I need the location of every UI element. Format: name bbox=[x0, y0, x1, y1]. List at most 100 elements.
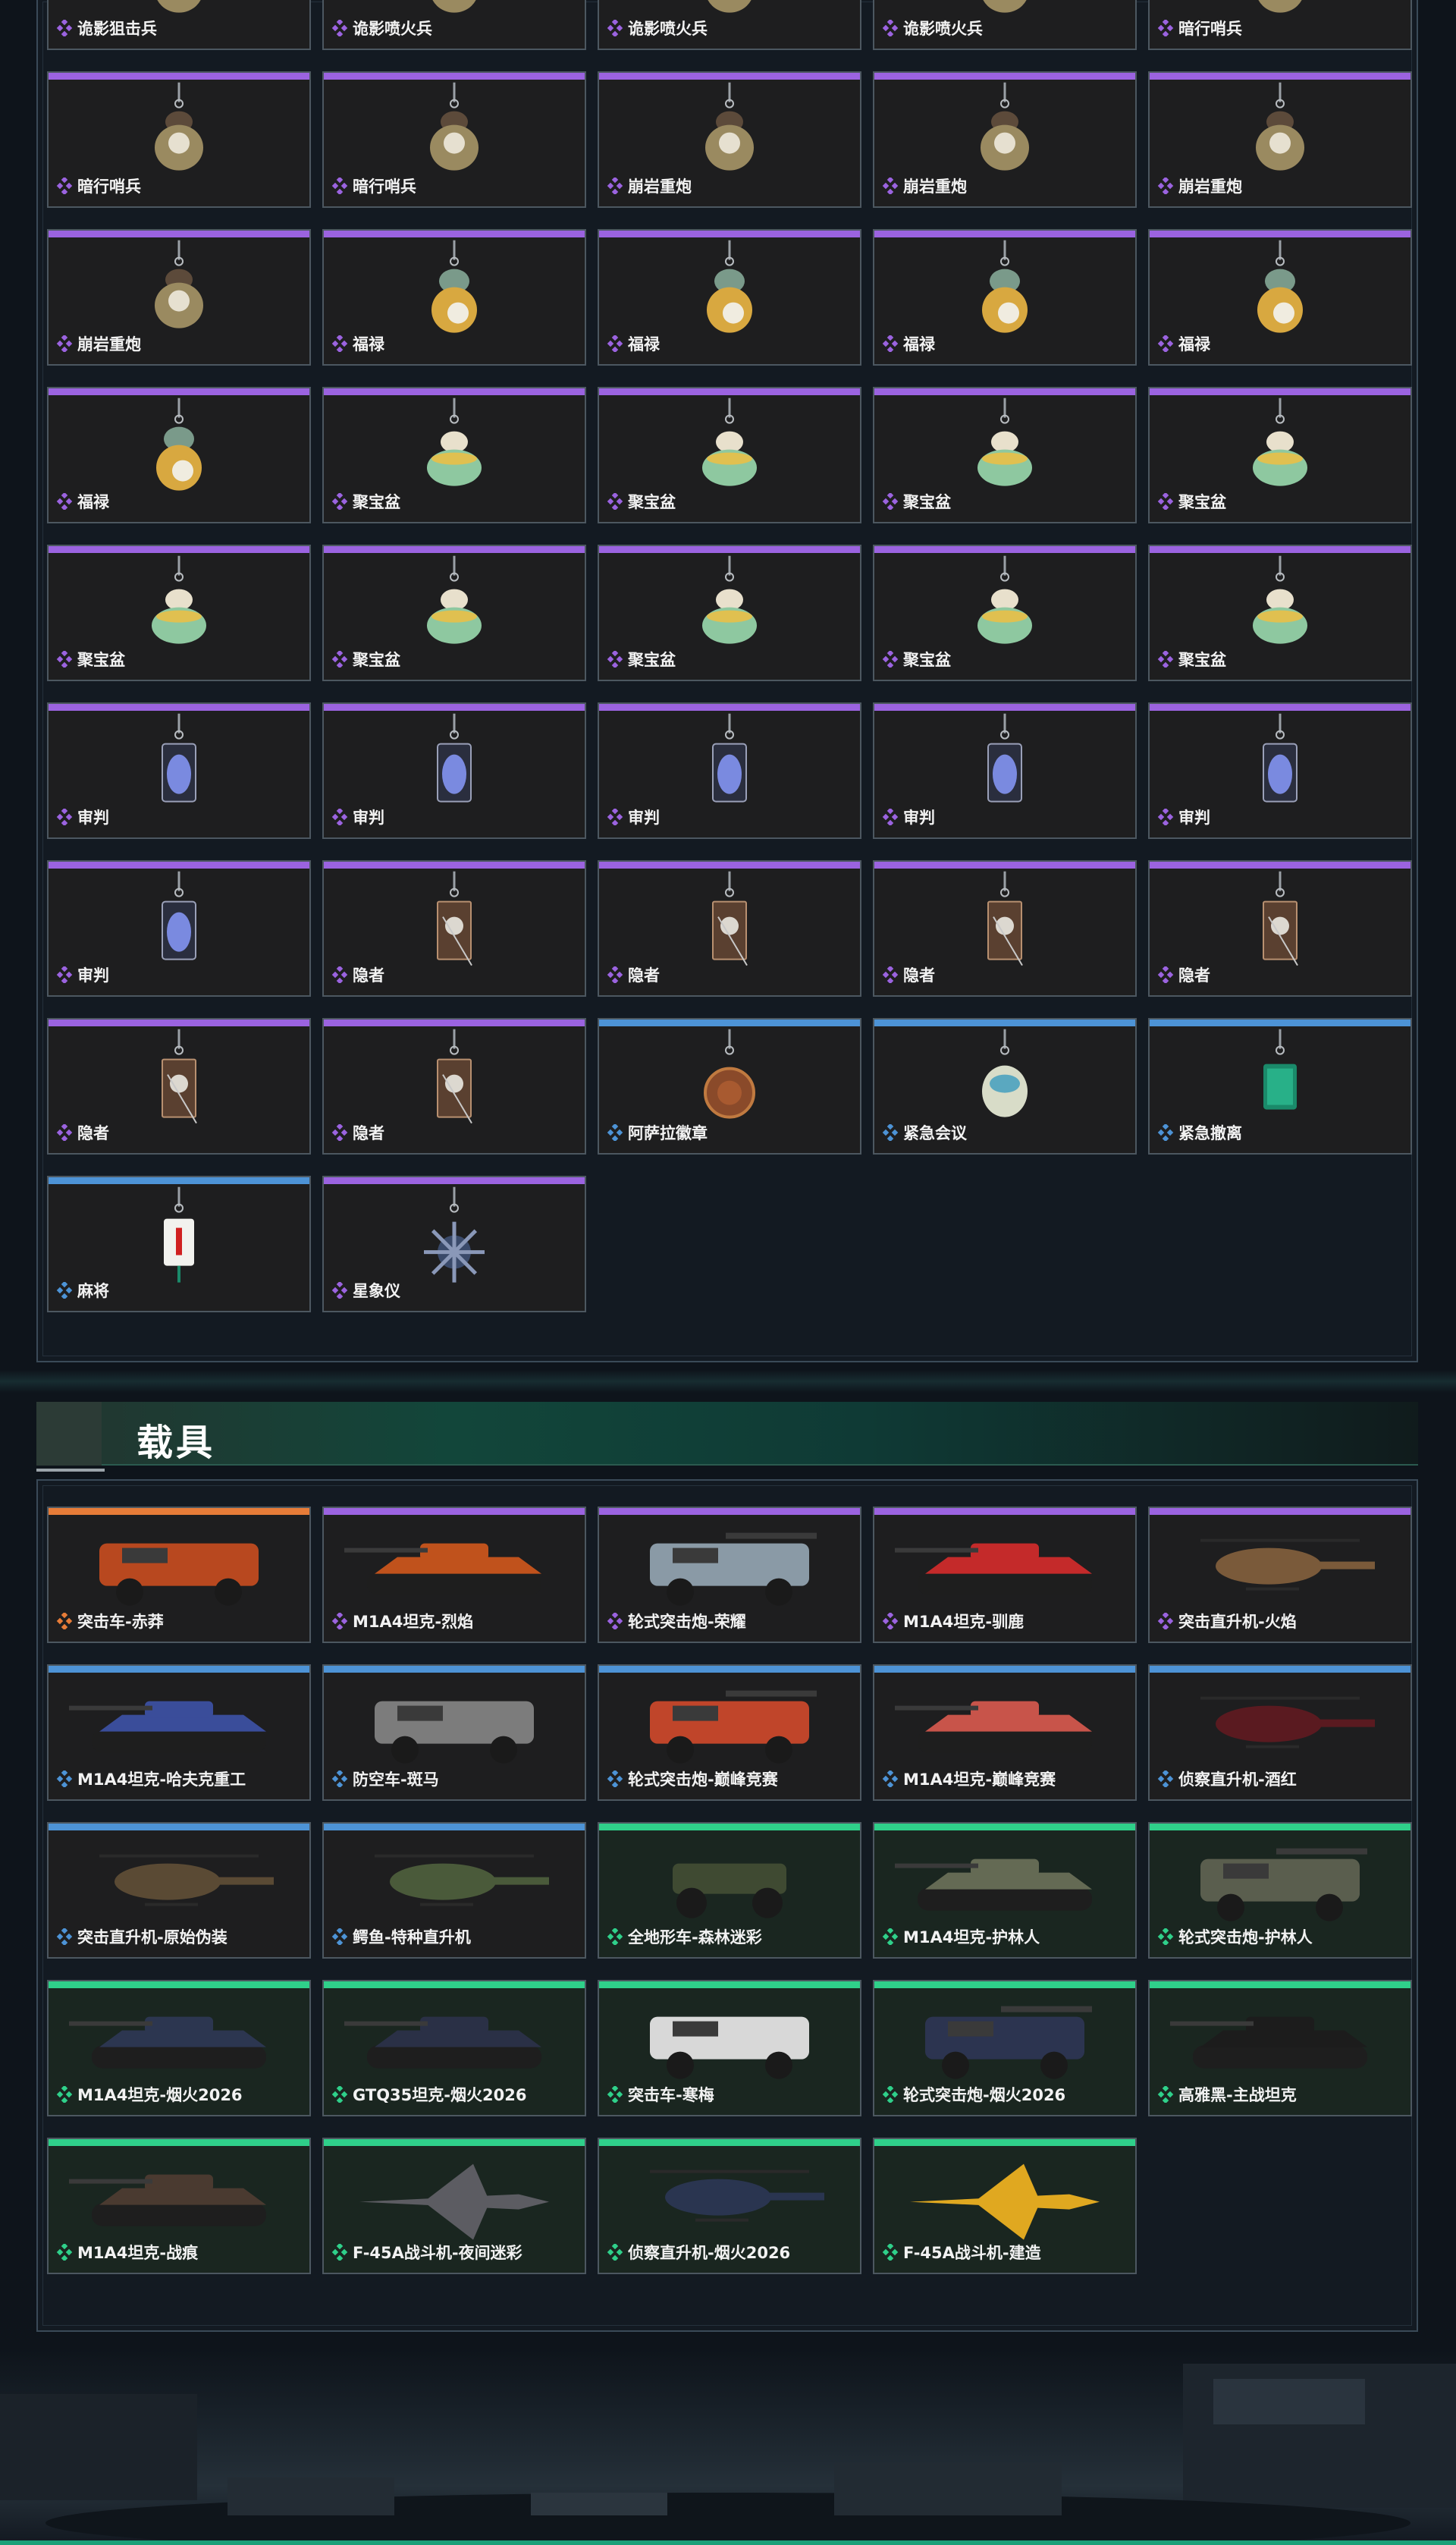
vehicle-card[interactable]: 突击直升机-原始伪装 bbox=[47, 1822, 311, 1959]
tarot-charm-icon bbox=[437, 871, 472, 966]
item-label: 聚宝盆 bbox=[56, 648, 125, 671]
vehicle-card[interactable]: 防空车-斑马 bbox=[322, 1664, 586, 1801]
charm-card[interactable]: 诡影喷火兵 bbox=[322, 0, 586, 50]
card-charm-icon bbox=[1263, 713, 1298, 803]
vehicle-card[interactable]: M1A4坦克-哈夫克重工 bbox=[47, 1664, 311, 1801]
charm-card[interactable]: 暗行哨兵 bbox=[1148, 0, 1412, 50]
charm-card[interactable]: 崩岩重炮 bbox=[873, 71, 1137, 208]
charm-card[interactable]: 福禄 bbox=[598, 229, 861, 366]
footer-scene-banner bbox=[0, 2349, 1456, 2545]
charm-card[interactable]: 审判 bbox=[1148, 702, 1412, 839]
charm-card[interactable]: 崩岩重炮 bbox=[598, 71, 861, 208]
charm-card[interactable]: 聚宝盆 bbox=[598, 387, 861, 523]
vehicle-card[interactable]: M1A4坦克-战痕 bbox=[47, 2138, 311, 2274]
charm-card[interactable]: 审判 bbox=[47, 860, 311, 997]
gourd-charm-icon bbox=[982, 240, 1028, 333]
footer-vehicle-silhouettes bbox=[0, 2364, 1456, 2545]
charm-card[interactable]: 聚宝盆 bbox=[1148, 545, 1412, 681]
vehicle-card[interactable]: 突击车-寒梅 bbox=[598, 1980, 861, 2116]
vehicle-card[interactable]: 高雅黑-主战坦克 bbox=[1148, 1980, 1412, 2116]
wheeled-gun-icon bbox=[1200, 1848, 1367, 1921]
charm-card[interactable]: 隐者 bbox=[598, 860, 861, 997]
charm-card[interactable]: 崩岩重炮 bbox=[47, 229, 311, 366]
item-art bbox=[963, 397, 1046, 497]
charm-card[interactable]: 隐者 bbox=[47, 1018, 311, 1155]
vehicle-card[interactable]: M1A4坦克-巅峰竞赛 bbox=[873, 1664, 1137, 1801]
epic-rarity-icon bbox=[331, 335, 348, 352]
vehicle-card[interactable]: M1A4坦克-烟火2026 bbox=[47, 1980, 311, 2116]
item-name: F-45A战斗机-夜间迷彩 bbox=[353, 2244, 522, 2262]
item-label: M1A4坦克-巅峰竞赛 bbox=[882, 1767, 1056, 1790]
vehicle-card[interactable]: 轮式突击炮-荣耀 bbox=[598, 1507, 861, 1643]
helicopter-icon bbox=[650, 2170, 824, 2222]
item-label: M1A4坦克-烈焰 bbox=[331, 1610, 473, 1632]
epic-rarity-icon bbox=[331, 1282, 348, 1299]
rarity-bar bbox=[324, 1981, 585, 1988]
item-art bbox=[413, 1029, 496, 1128]
charm-card[interactable]: 福禄 bbox=[322, 229, 586, 366]
item-label: M1A4坦克-哈夫克重工 bbox=[56, 1767, 246, 1790]
charm-card[interactable]: 诡影喷火兵 bbox=[873, 0, 1137, 50]
charm-card[interactable]: 聚宝盆 bbox=[873, 387, 1137, 523]
uncommon-rarity-icon bbox=[607, 2086, 623, 2103]
vehicle-card[interactable]: 侦察直升机-酒红 bbox=[1148, 1664, 1412, 1801]
vehicle-card[interactable]: 突击车-赤莽 bbox=[47, 1507, 311, 1643]
charm-card[interactable]: 聚宝盆 bbox=[322, 545, 586, 681]
charm-card[interactable]: 暗行哨兵 bbox=[47, 71, 311, 208]
charm-card[interactable]: 审判 bbox=[598, 702, 861, 839]
rarity-bar bbox=[874, 1020, 1135, 1026]
item-art bbox=[137, 82, 221, 181]
uncommon-rarity-icon bbox=[331, 2244, 348, 2261]
charm-card[interactable]: 审判 bbox=[47, 702, 311, 839]
charm-card[interactable]: 福禄 bbox=[1148, 229, 1412, 366]
charm-card[interactable]: 福禄 bbox=[47, 387, 311, 523]
charm-card[interactable]: 隐者 bbox=[873, 860, 1137, 997]
charm-card[interactable]: 阿萨拉徽章 bbox=[598, 1018, 861, 1155]
vehicle-card[interactable]: 轮式突击炮-巅峰竞赛 bbox=[598, 1664, 861, 1801]
item-label: 审判 bbox=[607, 806, 660, 828]
charm-card[interactable]: 福禄 bbox=[873, 229, 1137, 366]
charm-card[interactable]: 星象仪 bbox=[322, 1176, 586, 1312]
vehicle-card[interactable]: 全地形车-森林迷彩 bbox=[598, 1822, 861, 1959]
vehicle-card[interactable]: 侦察直升机-烟火2026 bbox=[598, 2138, 861, 2274]
rarity-bar bbox=[874, 1508, 1135, 1515]
charm-card[interactable]: 诡影喷火兵 bbox=[598, 0, 861, 50]
vehicle-card[interactable]: 突击直升机-火焰 bbox=[1148, 1507, 1412, 1643]
tarot-charm-icon bbox=[987, 871, 1023, 966]
item-label: 暗行哨兵 bbox=[1157, 17, 1242, 39]
uncommon-rarity-icon bbox=[331, 2086, 348, 2103]
rarity-bar bbox=[599, 1508, 860, 1515]
charm-card[interactable]: 紧急会议 bbox=[873, 1018, 1137, 1155]
vehicle-card[interactable]: 轮式突击炮-护林人 bbox=[1148, 1822, 1412, 1959]
vehicle-card[interactable]: M1A4坦克-护林人 bbox=[873, 1822, 1137, 1959]
item-art bbox=[413, 397, 496, 497]
uncommon-rarity-icon bbox=[56, 2244, 73, 2261]
charm-card[interactable]: 紧急撤离 bbox=[1148, 1018, 1412, 1155]
charm-card[interactable]: 审判 bbox=[873, 702, 1137, 839]
charm-card[interactable]: 诡影狙击兵 bbox=[47, 0, 311, 50]
vehicle-card[interactable]: GTQ35坦克-烟火2026 bbox=[322, 1980, 586, 2116]
vehicle-card[interactable]: F-45A战斗机-建造 bbox=[873, 2138, 1137, 2274]
charm-card[interactable]: 聚宝盆 bbox=[47, 545, 311, 681]
charm-card[interactable]: 聚宝盆 bbox=[1148, 387, 1412, 523]
vehicle-card[interactable]: M1A4坦克-驯鹿 bbox=[873, 1507, 1137, 1643]
vehicle-card[interactable]: F-45A战斗机-夜间迷彩 bbox=[322, 2138, 586, 2274]
rarity-bar bbox=[49, 1020, 309, 1026]
item-label: 突击直升机-火焰 bbox=[1157, 1610, 1297, 1632]
charm-card[interactable]: 暗行哨兵 bbox=[322, 71, 586, 208]
vehicle-card[interactable]: 轮式突击炮-烟火2026 bbox=[873, 1980, 1137, 2116]
charm-card[interactable]: 聚宝盆 bbox=[322, 387, 586, 523]
vehicle-card[interactable]: M1A4坦克-烈焰 bbox=[322, 1507, 586, 1643]
charm-card[interactable]: 麻将 bbox=[47, 1176, 311, 1312]
rarity-bar bbox=[1150, 704, 1410, 711]
item-label: 突击直升机-原始伪装 bbox=[56, 1925, 228, 1948]
charm-card[interactable]: 审判 bbox=[322, 702, 586, 839]
charm-card[interactable]: 聚宝盆 bbox=[598, 545, 861, 681]
item-name: 聚宝盆 bbox=[903, 651, 951, 669]
charm-card[interactable]: 隐者 bbox=[1148, 860, 1412, 997]
charm-card[interactable]: 聚宝盆 bbox=[873, 545, 1137, 681]
vehicle-card[interactable]: 鳄鱼-特种直升机 bbox=[322, 1822, 586, 1959]
charm-card[interactable]: 隐者 bbox=[322, 860, 586, 997]
charm-card[interactable]: 隐者 bbox=[322, 1018, 586, 1155]
charm-card[interactable]: 崩岩重炮 bbox=[1148, 71, 1412, 208]
